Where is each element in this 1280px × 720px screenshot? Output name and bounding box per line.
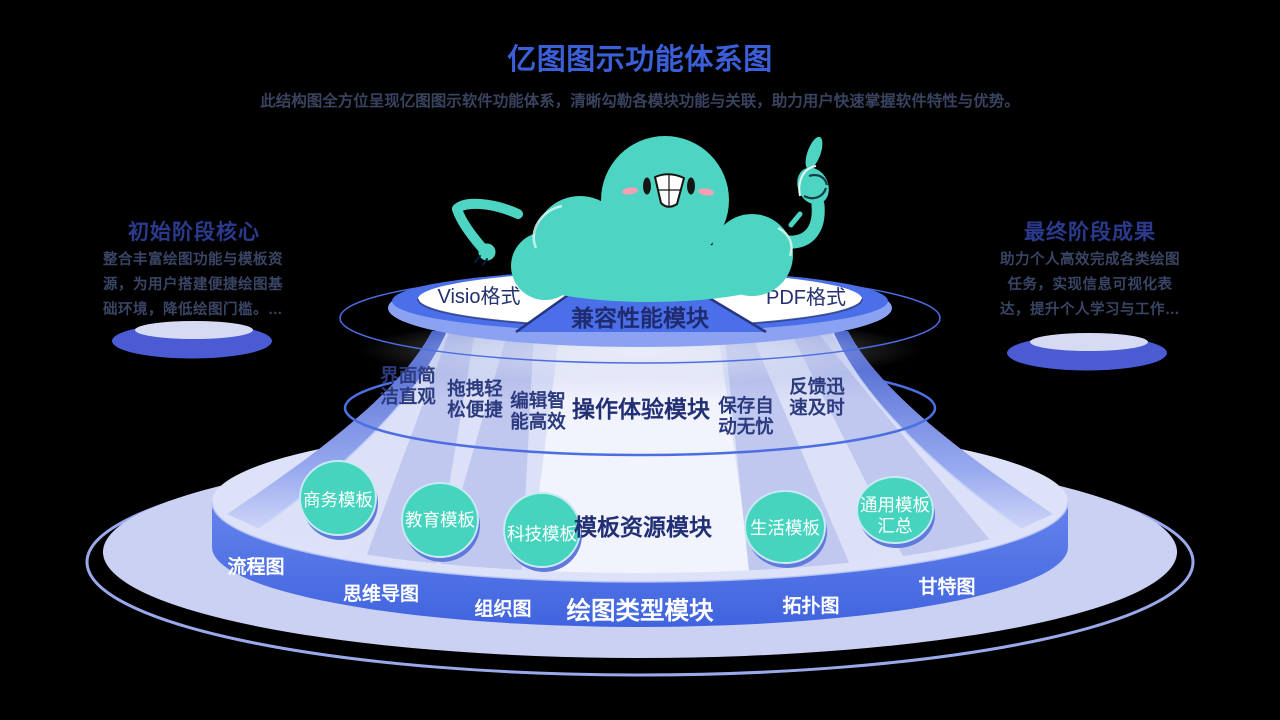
template-circle-tech xyxy=(503,492,581,568)
template-label-general-2: 汇总 xyxy=(878,516,913,536)
cloud-right-thumb xyxy=(788,211,803,228)
cloud-face xyxy=(622,173,714,208)
cloud-right-eye xyxy=(687,177,695,195)
template-circle-general xyxy=(856,476,934,544)
right-pedestal-top xyxy=(1030,333,1148,351)
template-label-education: 教育模板 xyxy=(405,510,475,530)
template-circle-business xyxy=(299,460,377,536)
exp-label-3a: 编辑智 xyxy=(510,390,566,411)
cloud-left-arm-upper xyxy=(452,198,523,219)
cloud-right-arm xyxy=(779,198,825,249)
dt-label-gantt: 甘特图 xyxy=(918,576,975,598)
template-label-tech: 科技模板 xyxy=(507,524,577,544)
drawing-types-band xyxy=(212,502,1068,627)
template-label-general-1: 通用模板 xyxy=(860,495,930,515)
drawing-type-labels: 流程图 思维导图 组织图 拓扑图 甘特图 xyxy=(227,555,975,620)
exp-label-4a: 保存自 xyxy=(717,395,774,416)
template-circle-education xyxy=(401,482,479,558)
cloud-teeth xyxy=(657,174,681,207)
drawing-types-tier-title: 绘图类型模块 xyxy=(567,596,714,625)
page-title: 亿图图示功能体系图 xyxy=(507,44,773,76)
exp-label-5b: 速及时 xyxy=(789,397,845,418)
compat-tier-title: 兼容性能模块 xyxy=(571,305,709,331)
exp-label-4b: 动无忧 xyxy=(718,416,774,437)
cloud-right-cheek xyxy=(698,188,714,196)
cloud-left-cheek xyxy=(622,187,638,195)
right-pedestal xyxy=(1007,333,1167,437)
compat-left-item: Visio格式 xyxy=(438,285,521,308)
page-subtitle: 此结构图全方位呈现亿图图示软件功能体系，清晰勾勒各模块功能与关联，助力用户快速掌… xyxy=(260,93,1020,110)
template-label-business: 商务模板 xyxy=(303,490,373,510)
cloud-body xyxy=(511,136,793,302)
band-top-rim xyxy=(211,501,1069,583)
cloud-finger xyxy=(805,136,823,170)
template-circle-life xyxy=(744,490,826,564)
exp-label-5a: 反馈迅 xyxy=(789,376,845,397)
exp-label-2b: 松便捷 xyxy=(447,399,503,420)
left-pedestal-top xyxy=(135,321,253,339)
template-circle-labels: 商务模板 教育模板 科技模板 生活模板 通用模板 汇总 xyxy=(303,490,930,544)
cloud-left-fingers xyxy=(474,255,488,266)
template-label-life: 生活模板 xyxy=(750,518,820,538)
cloud-fist-lines xyxy=(803,173,829,200)
exp-label-3b: 能高效 xyxy=(510,411,566,432)
dt-label-flowchart: 流程图 xyxy=(227,555,284,578)
right-panel-body: 助力个人高效完成各类绘图任务，实现信息可视化表达，提升个人学习与工作… xyxy=(1000,252,1180,318)
experience-labels: 界面简 洁直观 拖拽轻 松便捷 编辑智 能高效 保存自 动无忧 反馈迅 速及时 xyxy=(380,365,845,437)
right-panel-heading: 最终阶段成果 xyxy=(1024,221,1156,244)
exp-label-1b: 洁直观 xyxy=(380,386,436,407)
dt-label-orgchart: 组织图 xyxy=(474,597,531,620)
cloud-mascot xyxy=(452,136,829,302)
template-circles xyxy=(299,460,935,572)
cloud-right-fist xyxy=(797,167,829,205)
cloud-fist-highlight xyxy=(798,165,817,197)
compat-right-item: PDF格式 xyxy=(766,286,846,309)
exp-label-2a: 拖拽轻 xyxy=(447,378,503,399)
cloud-left-hand xyxy=(478,243,496,261)
left-panel-heading: 初始阶段核心 xyxy=(128,221,260,244)
experience-ring-front xyxy=(343,407,937,457)
experience-tier-title: 操作体验模块 xyxy=(572,396,710,422)
cloud-left-eye xyxy=(643,177,651,195)
left-panel-body: 整合丰富绘图功能与模板资源，为用户搭建便捷绘图基础环境，降低绘图门槛。… xyxy=(103,252,283,318)
dt-label-mindmap: 思维导图 xyxy=(343,582,419,605)
dt-label-topology: 拓扑图 xyxy=(782,594,839,617)
templates-tier-title: 模板资源模块 xyxy=(574,514,712,540)
left-pedestal xyxy=(112,321,272,437)
